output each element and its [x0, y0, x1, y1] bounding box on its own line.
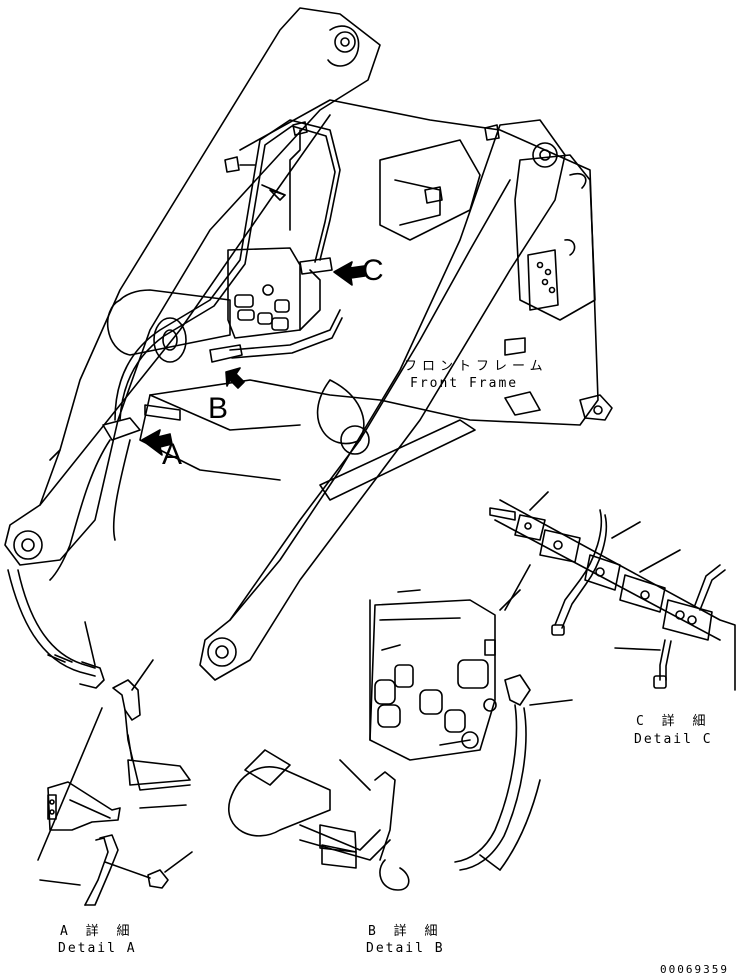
boom-cylinder — [106, 289, 231, 356]
callout-label-b: B — [208, 392, 229, 425]
front-frame-label-jp: フロントフレーム — [404, 359, 548, 374]
arrow-b-icon — [225, 367, 245, 389]
detail-a-title-jp: A 詳 細 — [60, 924, 135, 939]
document-number: 00069359 — [660, 963, 729, 976]
detail-c-title-jp: C 詳 細 — [636, 714, 711, 729]
front-frame-label-en: Front Frame — [410, 376, 519, 391]
arrow-a-icon — [141, 429, 173, 456]
detail-a-drawing — [7, 569, 193, 906]
callout-arrows — [141, 261, 366, 456]
detail-c-title-en: Detail C — [634, 732, 713, 747]
arrow-c-icon — [333, 261, 366, 286]
detail-b-title-en: Detail B — [366, 941, 445, 956]
detail-a-title-en: Detail A — [58, 941, 137, 956]
left-boom-arm — [4, 7, 381, 566]
callout-label-c: C — [362, 254, 384, 287]
frame-body — [139, 99, 599, 481]
detail-b-title-jp: B 詳 細 — [368, 924, 443, 939]
hose-run-main — [114, 119, 341, 421]
callout-label-a: A — [162, 438, 183, 471]
detail-b-drawing — [227, 589, 573, 891]
front-frame-assembly — [4, 7, 613, 681]
detail-c-drawing — [489, 491, 736, 691]
